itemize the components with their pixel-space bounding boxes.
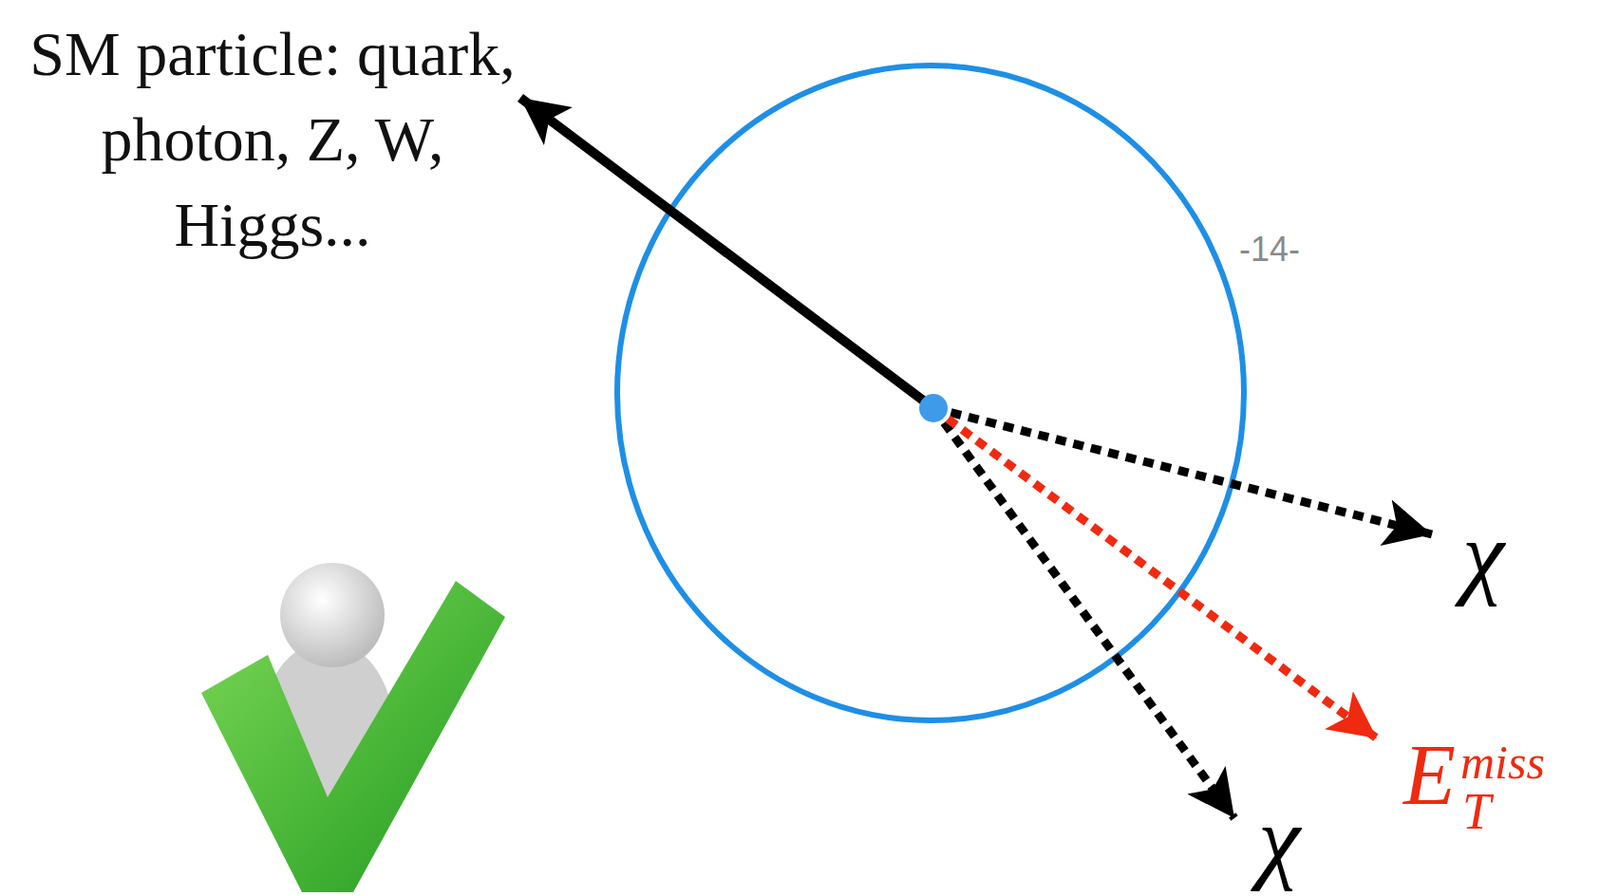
page-number: -14- [1239, 229, 1300, 270]
chi-label: χ [1462, 508, 1505, 603]
sm-particle-arrow [520, 97, 934, 409]
met-symbol: E [1403, 733, 1456, 819]
vertex-dot [919, 394, 948, 423]
met-subscript: T [1462, 786, 1491, 838]
checkmark-figure [201, 563, 506, 893]
met-arrow [933, 408, 1377, 739]
detector-circle [617, 65, 1244, 721]
dm-arrow [933, 408, 1235, 819]
met-superscript: miss [1460, 738, 1545, 787]
sm-particle-label: SM particle: quark, photon, Z, W, Higgs.… [20, 11, 525, 268]
chi-label: χ [1258, 792, 1300, 888]
